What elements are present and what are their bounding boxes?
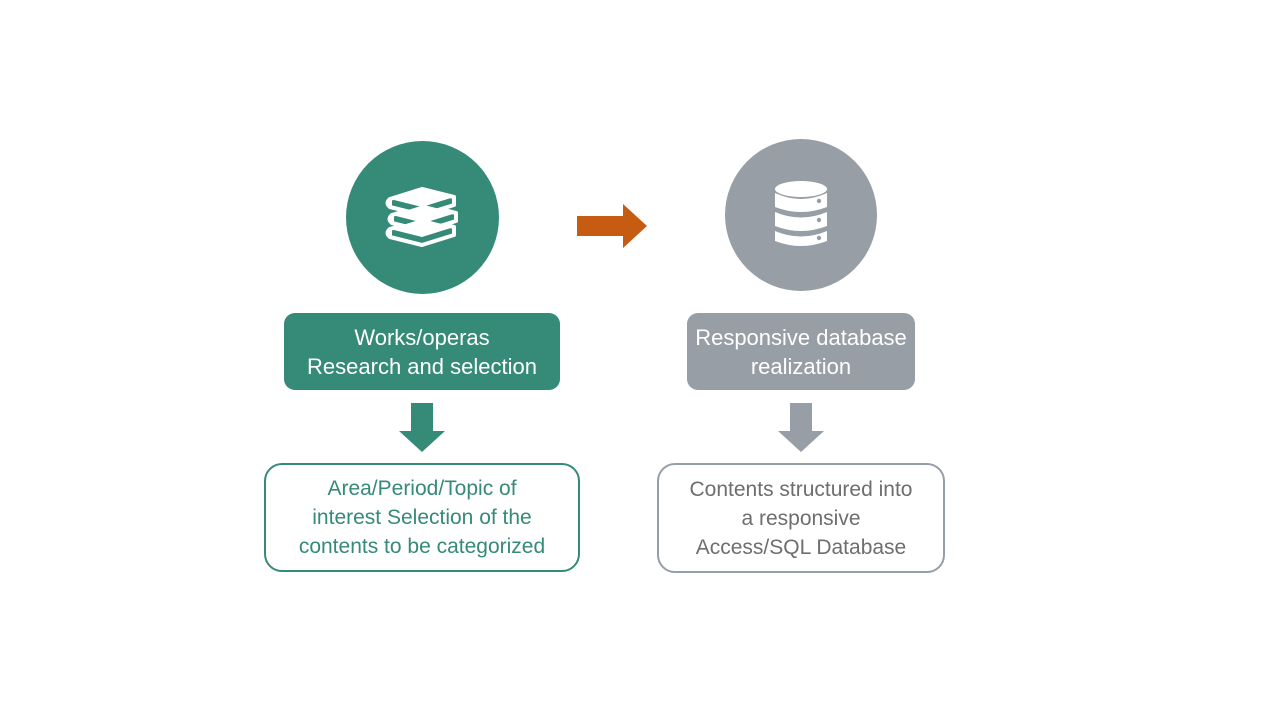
- database-realization-label: Responsive database realization: [687, 313, 915, 390]
- label-line-2: realization: [750, 353, 852, 379]
- books-circle: [346, 141, 499, 294]
- database-detail-text: Contents structured into a responsive Ac…: [689, 477, 913, 559]
- label-line-2: Research and selection: [307, 353, 537, 379]
- arrow-down-icon: [778, 403, 824, 452]
- books-icon: [385, 186, 458, 247]
- arrow-down-icon: [399, 403, 445, 452]
- label-line-1: Responsive database: [695, 324, 907, 350]
- database-detail-box: Contents structured into a responsive Ac…: [657, 463, 945, 573]
- label-line-1: Works/operas: [354, 324, 490, 350]
- selection-detail-text: Area/Period/Topic of interest Selection …: [298, 477, 546, 558]
- arrow-right-icon: [577, 204, 647, 248]
- database-icon: [775, 181, 827, 246]
- research-selection-label: Works/operas Research and selection: [284, 313, 560, 390]
- database-circle: [725, 139, 877, 291]
- selection-detail-box: Area/Period/Topic of interest Selection …: [264, 463, 580, 572]
